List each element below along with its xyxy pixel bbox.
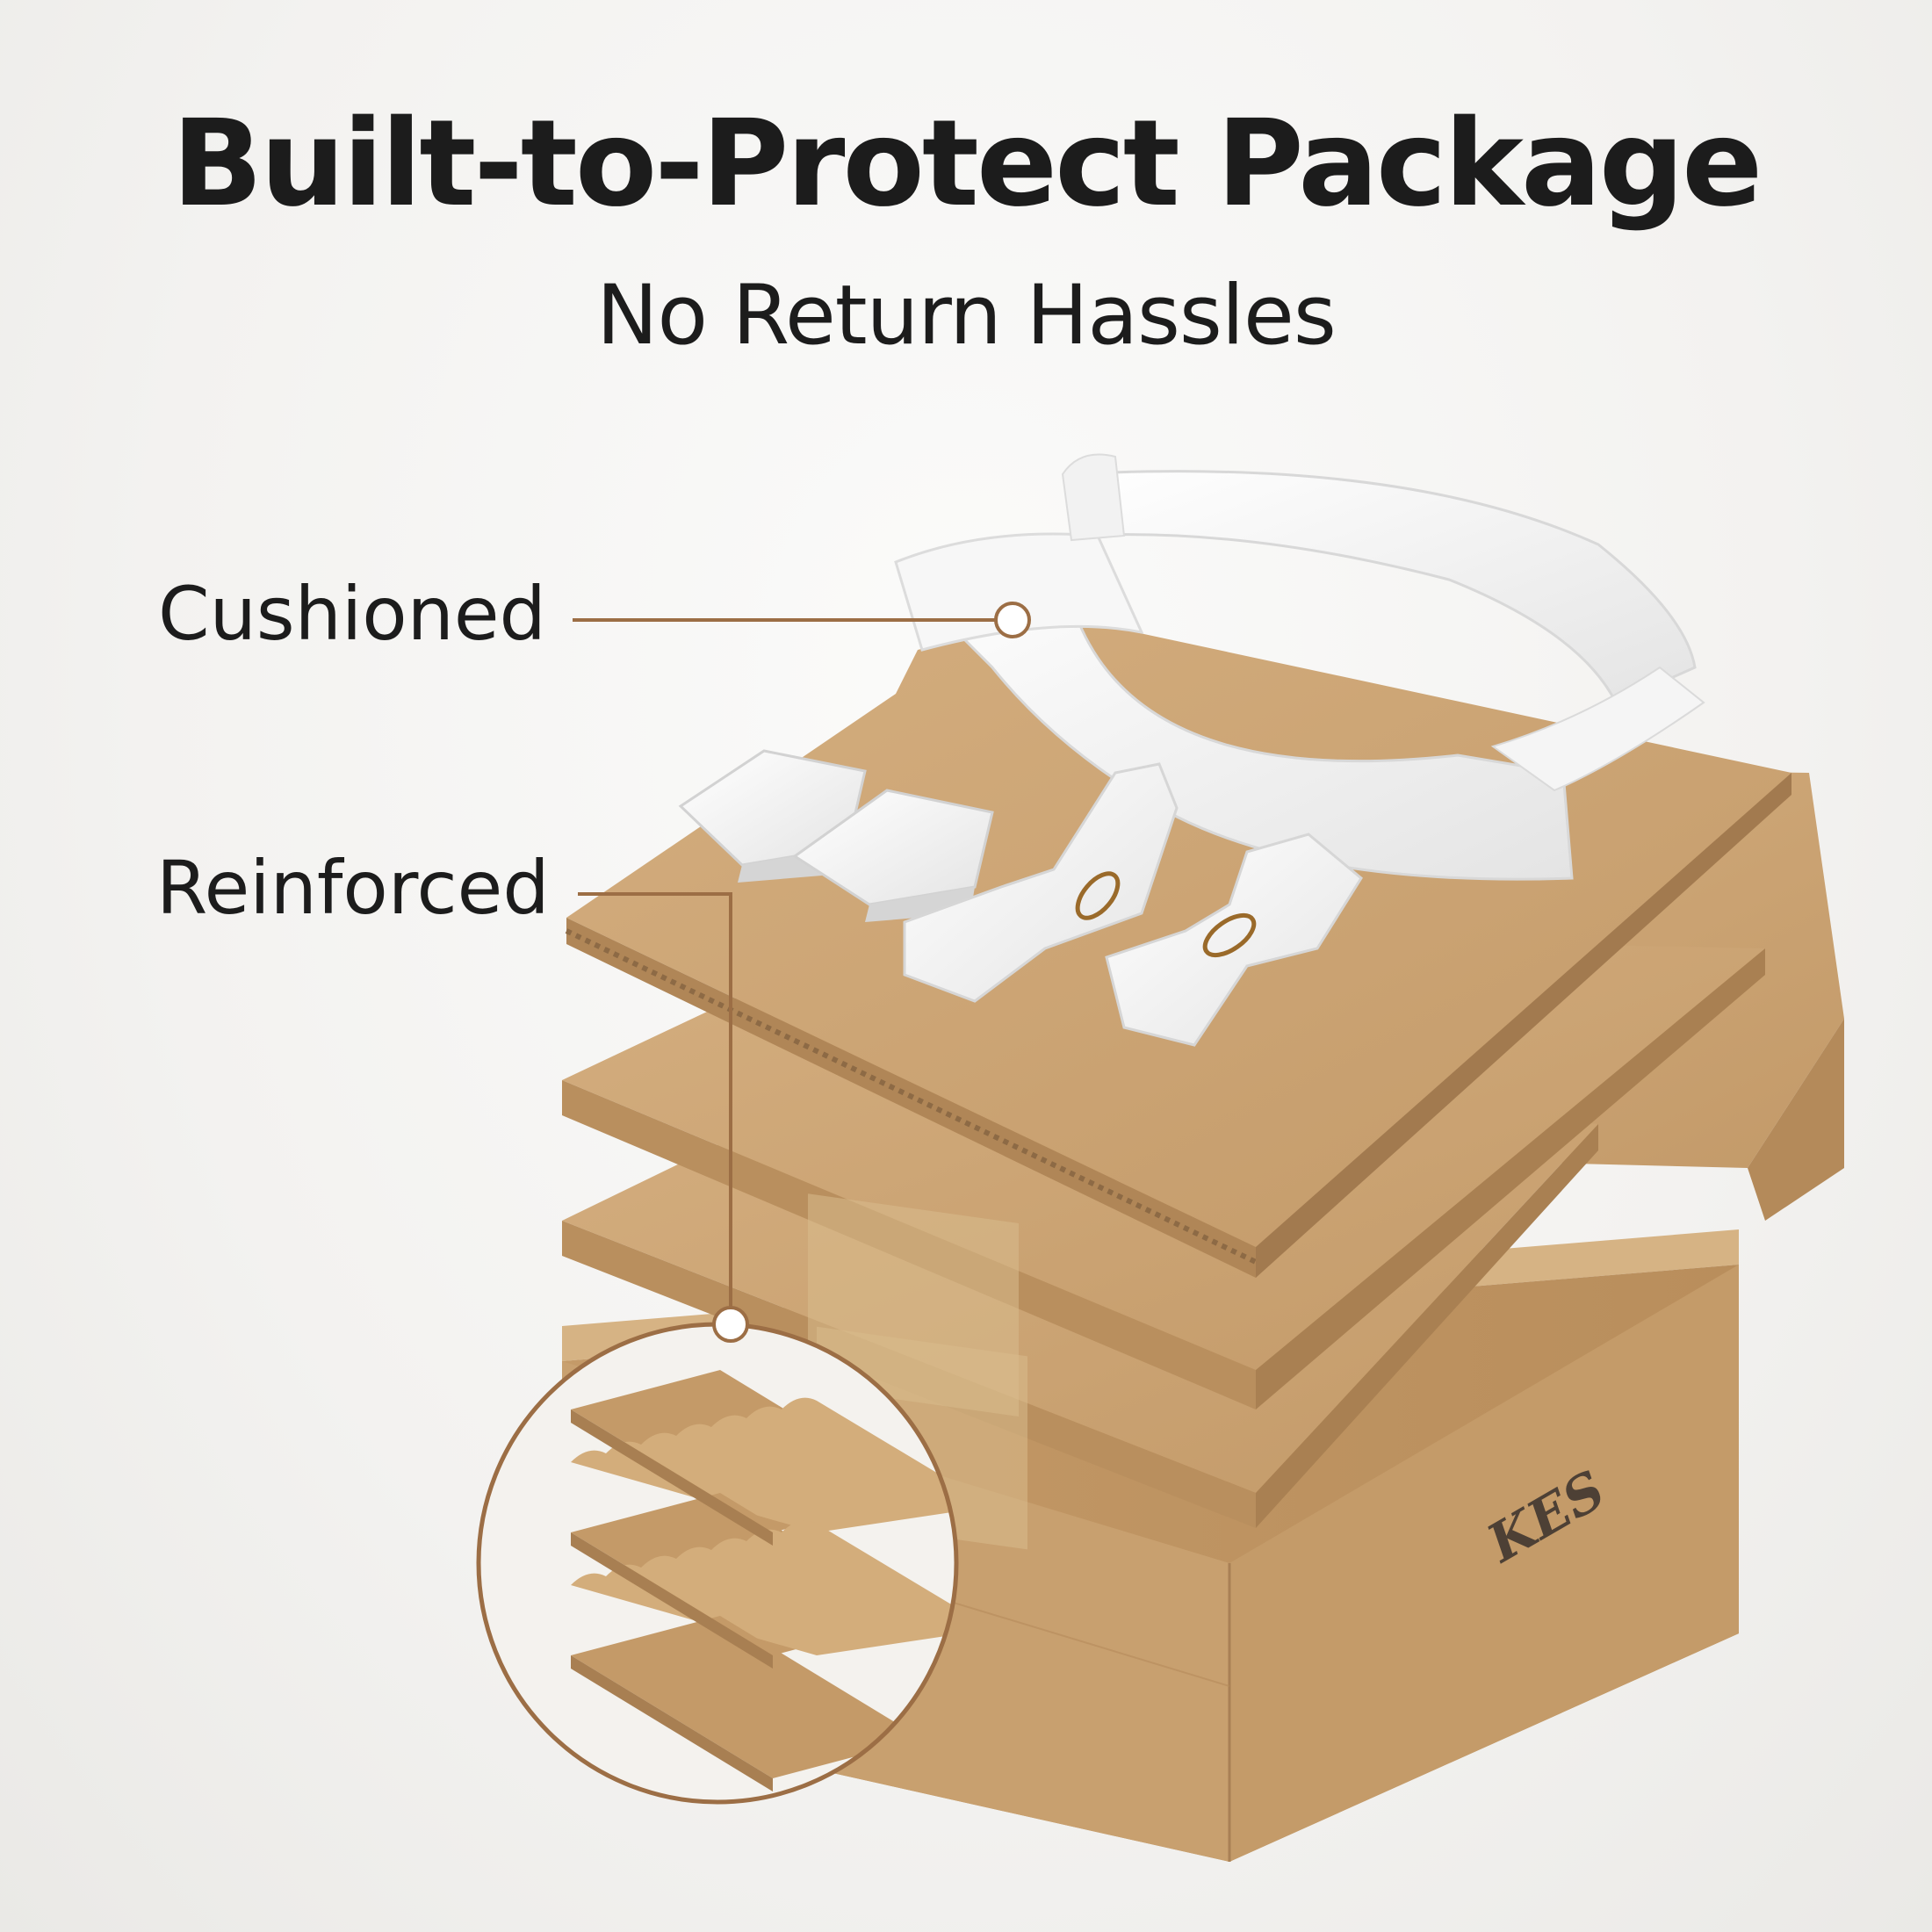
- foam-edge-protector: [894, 453, 1705, 881]
- page-subtitle: No Return Hassles: [596, 268, 1337, 364]
- corrugation-zoom: [476, 1322, 959, 1805]
- callout-reinforced: Reinforced: [156, 845, 550, 931]
- wrapped-part-right: [1105, 833, 1363, 1047]
- wrapped-part-left: [903, 762, 1179, 1003]
- callout-cushioned: Cushioned: [158, 571, 546, 657]
- reinforced-leader: [578, 892, 749, 1343]
- cushioned-leader: [573, 602, 1031, 638]
- page-title: Built-to-Protect Package: [171, 95, 1763, 234]
